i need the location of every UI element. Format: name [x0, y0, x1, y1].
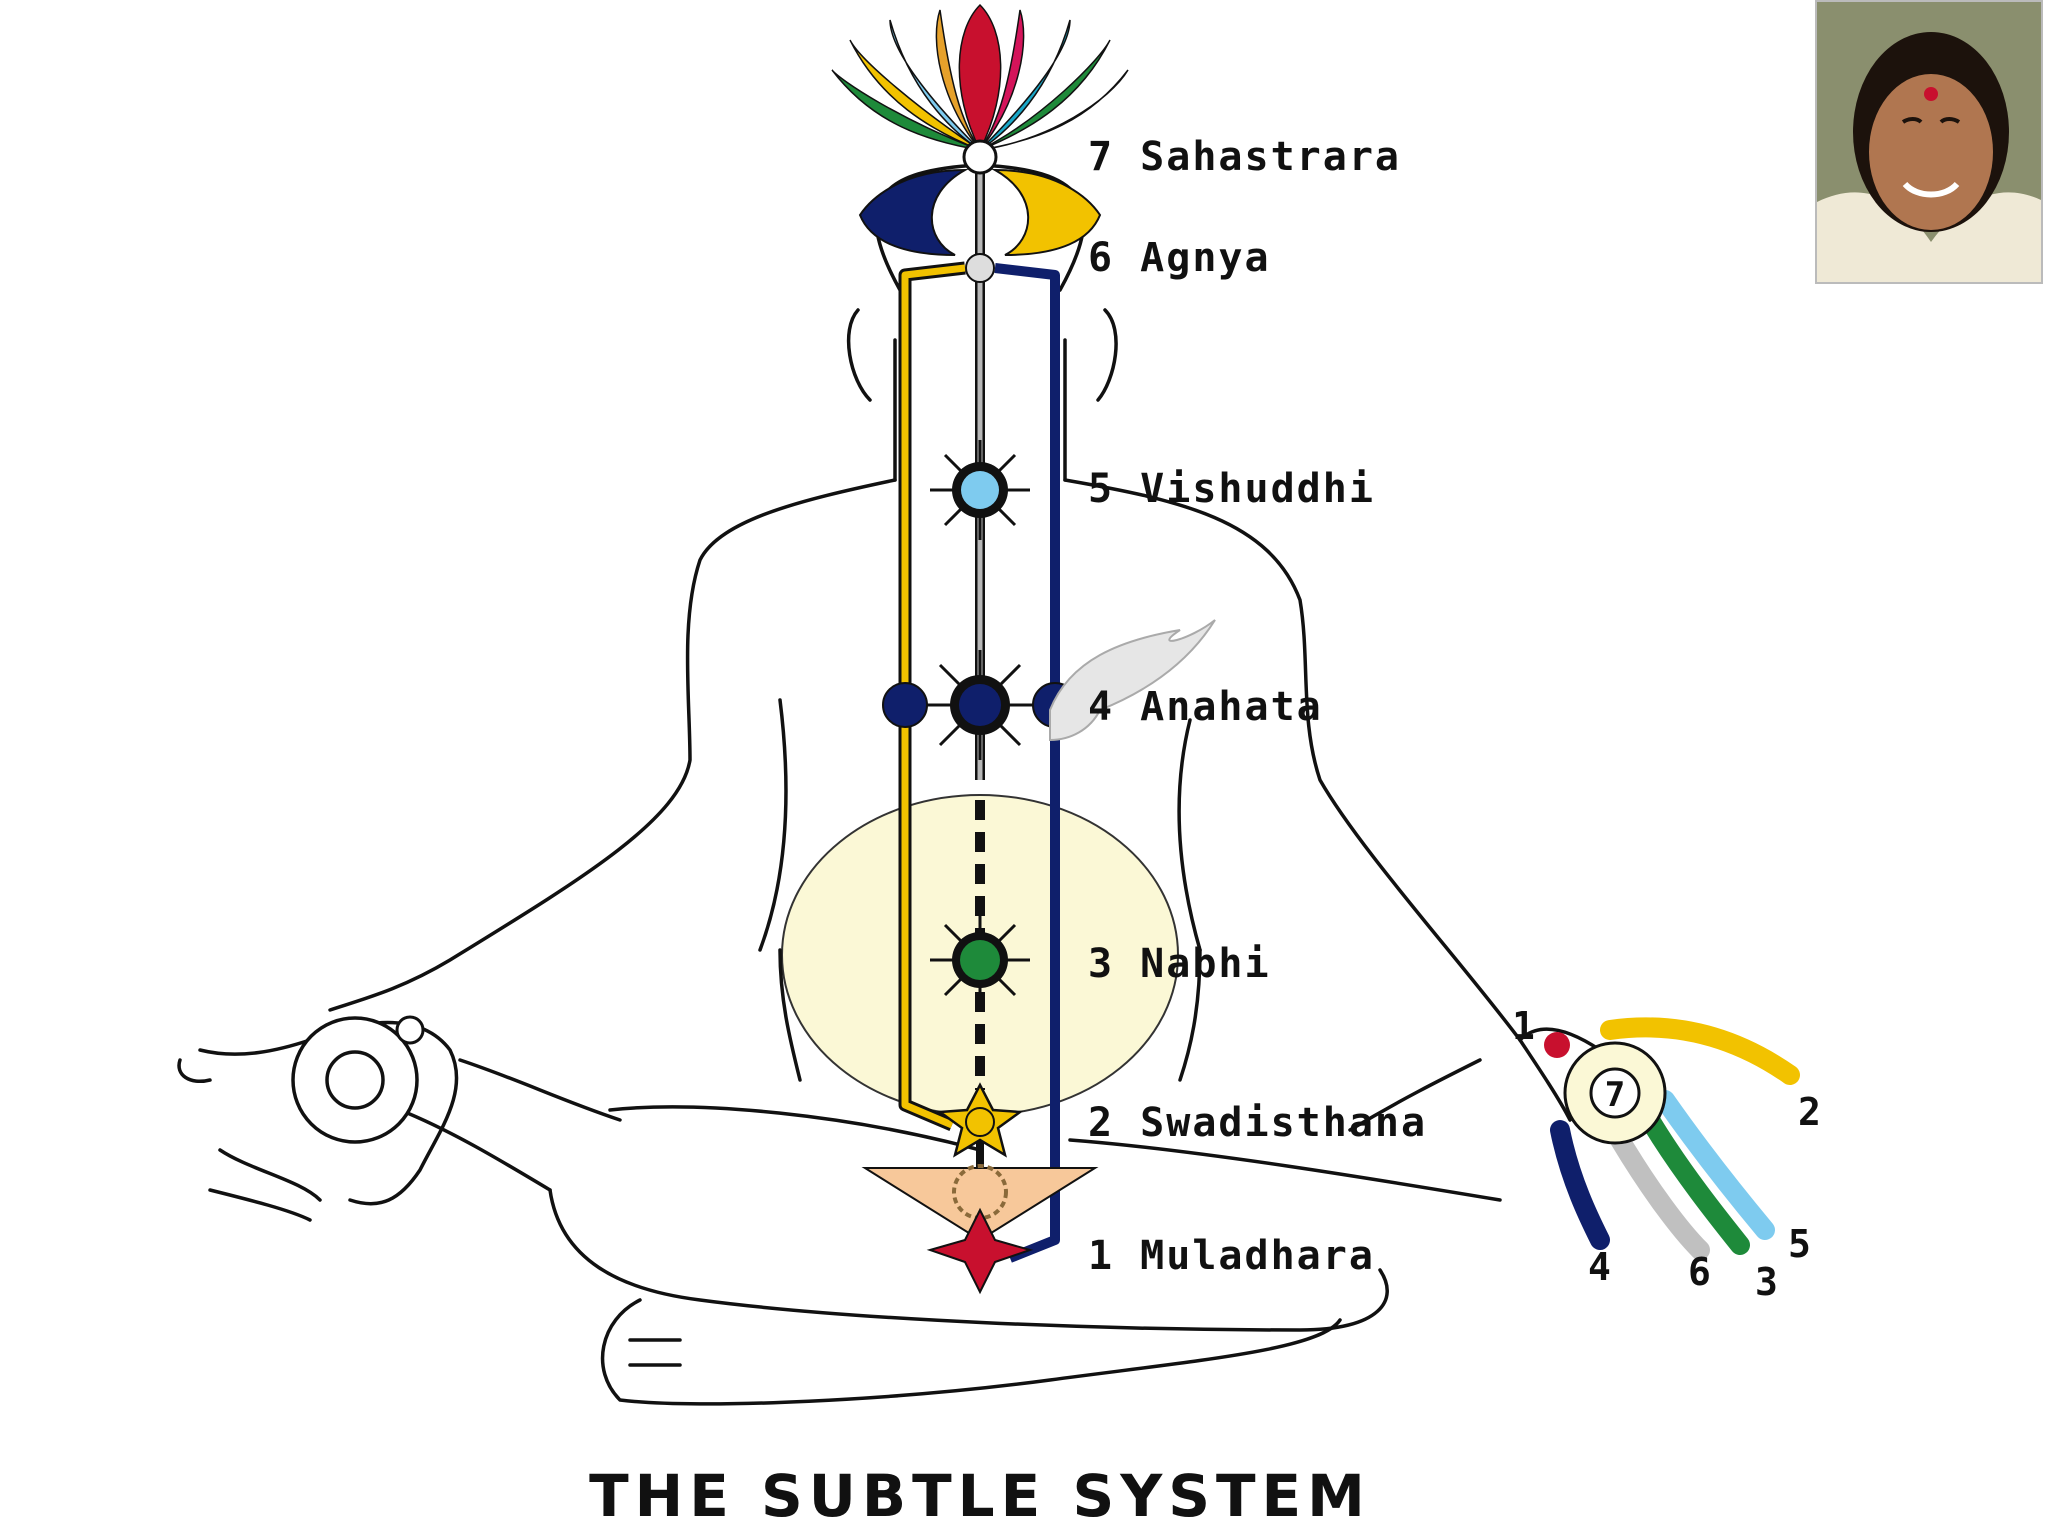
chakra-label-anahata: 4 Anahata — [1088, 684, 1323, 730]
finger-number-3: 3 — [1755, 1260, 1778, 1304]
nabhi-chakra — [930, 910, 1030, 1010]
chakra-label-sahastrara: 7 Sahastrara — [1088, 134, 1401, 180]
sahastrara-lotus — [831, 3, 1129, 152]
left-thumb-dot — [395, 1015, 425, 1045]
right-hand-fingers — [1550, 1017, 1800, 1260]
chakra-label-muladhara: 1 Muladhara — [1088, 1233, 1375, 1279]
right-channel — [994, 263, 1060, 1263]
finger-number-2: 2 — [1798, 1090, 1821, 1134]
chakra-label-vishuddhi: 5 Vishuddhi — [1088, 466, 1375, 512]
vishuddhi-chakra — [930, 440, 1030, 540]
finger-number-5: 5 — [1788, 1222, 1811, 1266]
body-outline — [177, 163, 1602, 1406]
finger-number-4: 4 — [1588, 1245, 1611, 1289]
anahata-wing — [1049, 619, 1216, 742]
anahata-chakra — [925, 650, 1035, 760]
agnya-left-crescent — [858, 168, 969, 256]
agnya-right-crescent — [991, 168, 1102, 256]
agnya-dot — [965, 253, 995, 283]
chakra-label-agnya: 6 Agnya — [1088, 235, 1271, 281]
finger-1-dot — [1544, 1032, 1570, 1058]
finger-number-1: 1 — [1512, 1004, 1535, 1048]
palm-center-number: 7 — [1605, 1075, 1625, 1115]
right-palm-inner-ring — [1589, 1067, 1641, 1119]
chakra-label-nabhi: 3 Nabhi — [1088, 941, 1271, 987]
swadisthana-chakra — [936, 1082, 1024, 1158]
chakra-label-swadisthana: 2 Swadisthana — [1088, 1100, 1428, 1146]
muladhara-chakra — [926, 1207, 1034, 1295]
sahastrara-dot — [962, 139, 998, 175]
left-palm-inner-ring — [325, 1050, 385, 1110]
portrait-photo — [1815, 0, 2043, 284]
anahata-left-dot — [882, 682, 928, 728]
finger-number-6: 6 — [1688, 1250, 1711, 1294]
diagram-title: THE SUBTLE SYSTEM — [589, 1462, 1371, 1530]
